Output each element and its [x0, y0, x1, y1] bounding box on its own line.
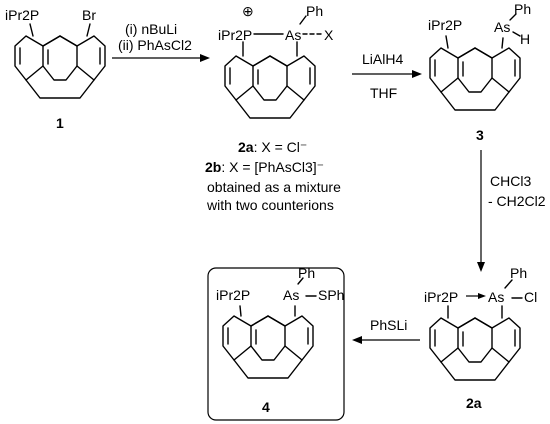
- compound-4-ipr2p-label: iPr2P: [216, 287, 250, 303]
- compound-4-as-label: As: [283, 287, 299, 303]
- arrow-2-reagent-1: LiAlH4: [362, 51, 403, 67]
- compound-4-sph-label: SPh: [318, 287, 344, 303]
- compound-2a-ipr2p-label: iPr2P: [424, 289, 458, 305]
- compound-4-number: 4: [262, 399, 270, 415]
- reaction-arrow-1: (i) nBuLi (ii) PhAsCl2: [112, 21, 210, 62]
- compound-2b-caption: 2b: X = [PhAsCl3]⁻: [205, 159, 324, 175]
- compound-4: iPr2P As Ph SPh 4: [207, 265, 345, 421]
- compound-4-ph-label: Ph: [298, 265, 315, 281]
- reaction-arrow-4: PhSLi: [352, 317, 420, 344]
- compound-3-as-label: As: [494, 19, 510, 35]
- compound-3-h-label: H: [520, 31, 530, 47]
- compound-2a-caption: 2a: X = Cl⁻: [238, 139, 307, 155]
- mixture-note-line-2: with two counterions: [206, 197, 334, 213]
- arrow-1-reagent-2: (ii) PhAsCl2: [118, 37, 192, 53]
- compound-2a-as-label: As: [488, 289, 504, 305]
- compound-2-x-label: X: [324, 27, 334, 43]
- arrow-4-reagent-1: PhSLi: [370, 317, 407, 333]
- compound-4-box: [207, 267, 345, 421]
- compound-2: ⊕ iPr2P As Ph X 2a: X = Cl⁻ 2b: X = [PhA…: [205, 3, 341, 213]
- compound-2-ph-label: Ph: [306, 3, 323, 19]
- compound-2a-ph-label: Ph: [510, 265, 527, 281]
- compound-1-number: 1: [56, 115, 64, 131]
- compound-2a-cl-label: Cl: [524, 289, 537, 305]
- arrow-1-reagent-1: (i) nBuLi: [125, 21, 177, 37]
- reaction-arrow-3: CHCl3 - CH2Cl2: [477, 150, 546, 272]
- arrow-2-reagent-2: THF: [370, 85, 397, 101]
- compound-1-br-label: Br: [82, 7, 96, 23]
- arrow-3-reagent-1: CHCl3: [490, 173, 531, 189]
- arrow-3-reagent-2: - CH2Cl2: [488, 193, 546, 209]
- compound-3-number: 3: [476, 127, 484, 143]
- compound-2-as-label: As: [285, 27, 301, 43]
- compound-2a: iPr2P As Ph Cl 2a: [424, 265, 537, 411]
- compound-2a-number: 2a: [466, 395, 482, 411]
- reaction-arrow-2: LiAlH4 THF: [352, 51, 422, 101]
- compound-1: iPr2P Br 1: [5, 7, 106, 131]
- compound-3-ph-label: Ph: [514, 1, 531, 17]
- compound-2-ipr2p-label: iPr2P: [218, 27, 252, 43]
- compound-3: iPr2P As Ph H 3: [428, 1, 531, 143]
- mixture-note-line-1: obtained as a mixture: [207, 179, 341, 195]
- compound-3-ipr2p-label: iPr2P: [428, 17, 462, 33]
- compound-1-ipr2p-label: iPr2P: [5, 7, 39, 23]
- compound-2-charge: ⊕: [242, 3, 254, 19]
